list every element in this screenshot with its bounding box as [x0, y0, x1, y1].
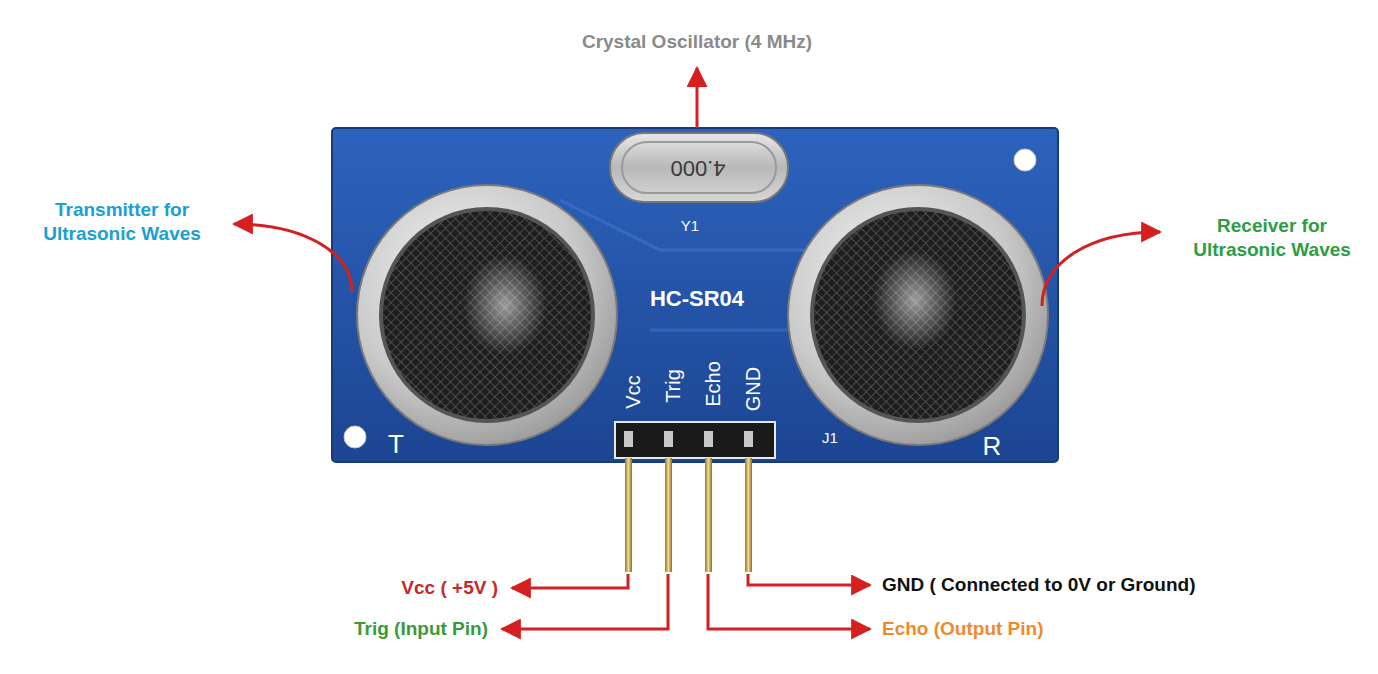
receiver-transducer-part [788, 185, 1048, 445]
callout-label: Receiver for Ultrasonic Waves [1172, 214, 1372, 262]
pin-header-part [625, 458, 632, 572]
leader-lines-part [708, 574, 870, 629]
silkscreen-label: Y1 [681, 217, 699, 236]
pin-header-part [744, 431, 753, 447]
pin-name: Echo [701, 361, 726, 407]
pin-header [615, 422, 775, 572]
crystal-oscillator-part [610, 133, 788, 202]
circuit-board-part [1014, 149, 1036, 171]
receiver-transducer-part [873, 250, 957, 350]
silkscreen-label: J1 [822, 429, 838, 448]
transmitter-transducer-part [357, 185, 617, 445]
silkscreen-label: HC-SR04 [650, 285, 744, 313]
pin-header-part [704, 431, 713, 447]
pin-header-part [624, 431, 633, 447]
silkscreen-label: R [983, 430, 1002, 463]
pin-name: Vcc [621, 375, 646, 408]
pin-header-part [705, 458, 712, 572]
pin-label: Trig (Input Pin) [354, 617, 488, 641]
pin-header-part [745, 458, 752, 572]
pin-label: GND ( Connected to 0V or Ground) [882, 573, 1196, 597]
pin-label: Vcc ( +5V ) [401, 576, 498, 600]
leader-lines-part [1042, 232, 1160, 306]
leader-lines-part [234, 224, 352, 292]
transmitter-transducer-part [463, 255, 547, 355]
leader-lines-part [512, 574, 628, 588]
crystal-oscillator-part [622, 142, 776, 193]
leader-lines [234, 68, 1160, 629]
crystal-marking: 4.000 [670, 154, 725, 182]
crystal-oscillator [610, 133, 788, 202]
leader-lines-part [502, 574, 668, 629]
pin-name: Trig [661, 369, 686, 403]
pin-header-part [664, 431, 673, 447]
transmitter-transducer-part [383, 211, 591, 419]
callout-label: Crystal Oscillator (4 MHz) [582, 30, 812, 54]
transmitter-transducer [357, 185, 617, 445]
pin-header-part [615, 422, 775, 458]
circuit-board-part [332, 128, 1058, 462]
silkscreen-label: T [388, 428, 404, 461]
leader-lines-part [696, 68, 699, 128]
pin-label: Echo (Output Pin) [882, 617, 1043, 641]
circuit-board-part [344, 426, 366, 448]
receiver-transducer-part [814, 211, 1022, 419]
receiver-transducer [788, 185, 1048, 445]
transmitter-transducer-part [379, 207, 595, 423]
pin-name: GND [741, 367, 766, 411]
circuit-board-part [650, 329, 790, 332]
pin-header-part [665, 458, 672, 572]
receiver-transducer-part [810, 207, 1026, 423]
leader-lines-part [748, 574, 870, 585]
circuit-board [332, 128, 1058, 462]
callout-label: Transmitter for Ultrasonic Waves [22, 198, 222, 246]
